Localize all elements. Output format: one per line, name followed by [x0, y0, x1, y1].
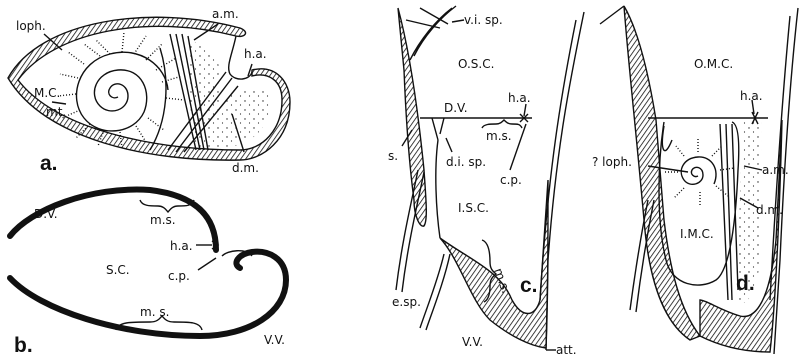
label-loph: loph.	[16, 19, 46, 33]
label-dv: D.V.	[444, 101, 468, 115]
ventral-interarea-spine	[410, 6, 456, 60]
label-ha: h.a.	[170, 239, 193, 253]
panel-b-letter: b.	[14, 334, 33, 357]
label-ms-bottom: m. s.	[140, 305, 169, 319]
label-vv: V.V.	[462, 335, 483, 349]
panel-d: O.M.C. h.a. ? loph. a.m. I.M.C. d.m. d.	[592, 6, 798, 354]
panel-a: loph. a.m. h.a. M.C. mt. d.m. a.	[8, 7, 290, 175]
panel-d-letter: d.	[736, 272, 755, 295]
label-mc: M.C.	[34, 86, 60, 100]
label-sc: S.C.	[106, 263, 130, 277]
label-ms-top: m.s.	[150, 213, 176, 227]
panel-c-letter: c.	[520, 274, 538, 297]
panel-a-letter: a.	[40, 152, 58, 175]
panel-c: v.i. sp. O.S.C. D.V. h.a. m.s. s. d.i. s…	[388, 6, 584, 357]
label-isc: I.S.C.	[458, 201, 489, 215]
label-am: a.m.	[212, 7, 239, 21]
label-ms-upper: m.s.	[486, 129, 512, 143]
label-osc: O.S.C.	[458, 57, 494, 71]
panel-d-dorsal-valve	[624, 6, 700, 340]
label-ha: h.a.	[740, 89, 763, 103]
label-att: att.	[556, 343, 577, 357]
label-am: a.m.	[762, 163, 789, 177]
label-loph: ? loph.	[592, 155, 632, 169]
label-dv: D.V.	[34, 207, 58, 221]
label-omc: O.M.C.	[694, 57, 733, 71]
label-ha: h.a.	[508, 91, 531, 105]
label-s: s.	[388, 149, 398, 163]
label-dm: d.m.	[756, 203, 783, 217]
label-cp: c.p.	[168, 269, 190, 283]
label-vv: V.V.	[264, 333, 285, 347]
label-cp: c.p.	[500, 173, 522, 187]
label-ha: h.a.	[244, 47, 267, 61]
label-visp: v.i. sp.	[464, 13, 503, 27]
panel-c-ventral-valve	[440, 180, 548, 348]
label-mt: mt.	[46, 105, 66, 119]
label-esp: e.sp.	[392, 295, 421, 309]
label-imc: I.M.C.	[680, 227, 714, 241]
panel-b: D.V. m.s. h.a. S.C. c.p. m. s. V.V. b.	[10, 190, 286, 357]
label-dm: d.m.	[232, 161, 259, 175]
panel-b-ventral-valve	[10, 252, 286, 336]
label-disp: d.i. sp.	[446, 155, 486, 169]
